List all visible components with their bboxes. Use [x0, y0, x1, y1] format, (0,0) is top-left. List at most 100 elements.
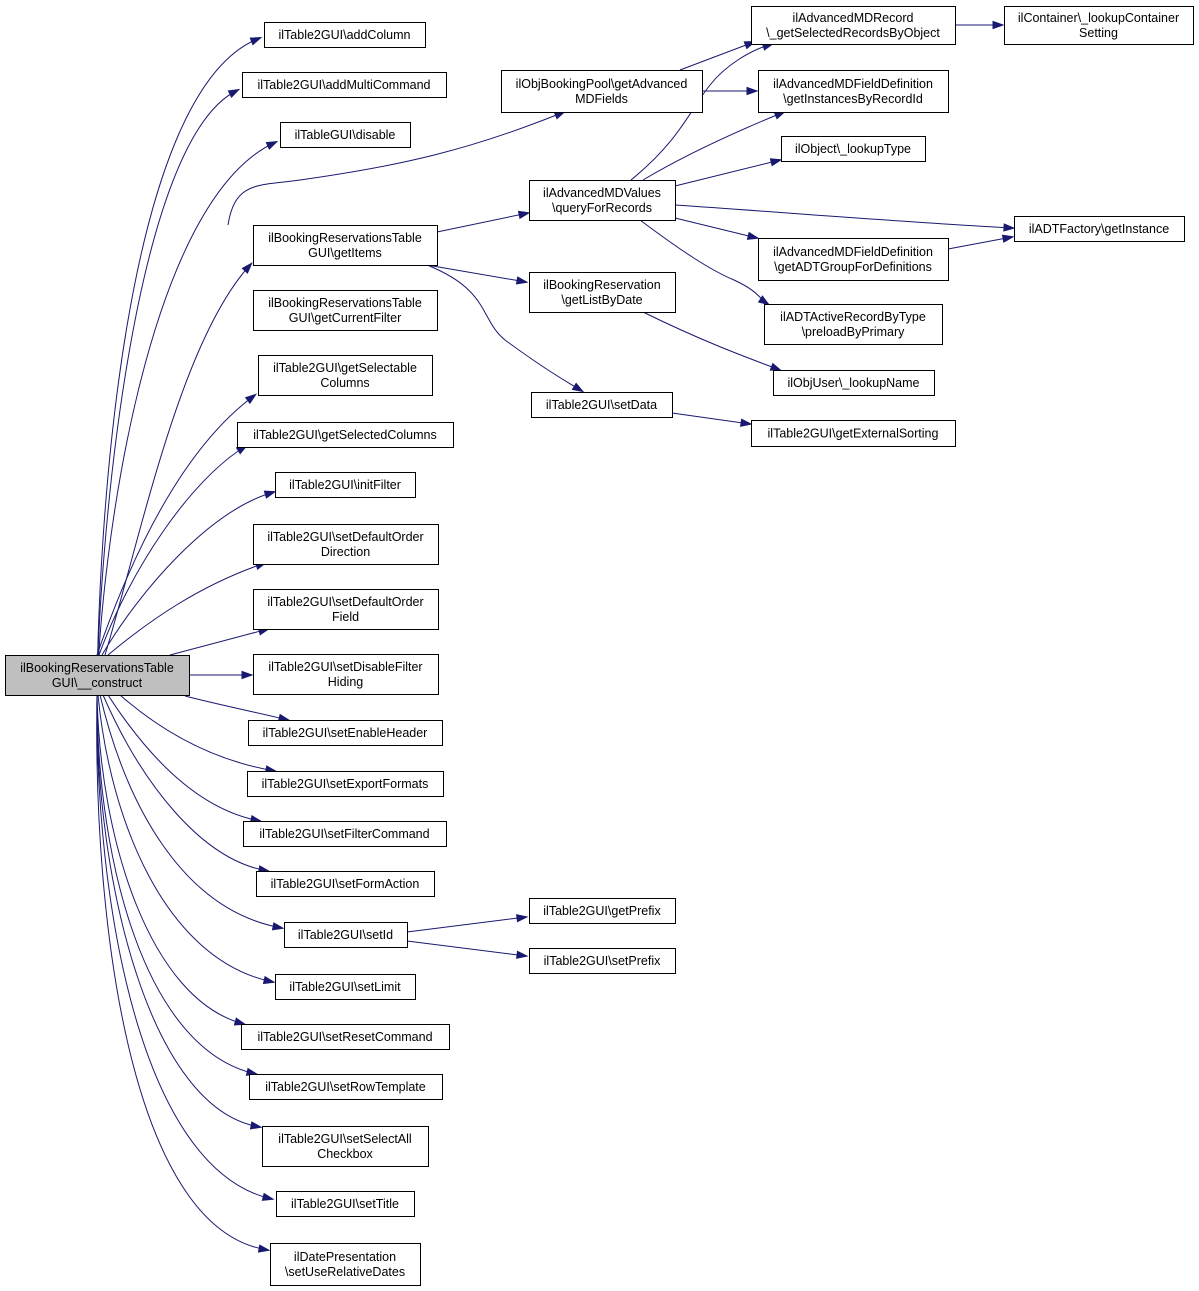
node-box: [773, 370, 935, 396]
node-getExternalSorting[interactable]: ilTable2GUI\getExternalSorting: [751, 420, 956, 447]
node-lookupName[interactable]: ilObjUser\_lookupName: [773, 370, 935, 396]
edge-root-to-getSelectedColumns: [98, 444, 249, 656]
edge-root-to-disable: [96, 140, 279, 696]
edge-line: [947, 236, 1013, 250]
edge-root-to-setSelectAllCheckbox: [96, 694, 263, 1130]
arrowhead: [757, 295, 771, 306]
edge-queryForRecords-to-getInstance: [674, 204, 1016, 232]
edge-line: [184, 695, 289, 721]
edge-root-to-getSelectableColumns: [96, 393, 258, 656]
node-getListByDate[interactable]: ilBookingReservation\getListByDate: [529, 272, 676, 313]
node-label: Hiding: [328, 675, 363, 689]
arrowhead: [249, 1121, 263, 1130]
node-label: \getInstancesByRecordId: [783, 92, 923, 106]
node-label: ilADTActiveRecordByType: [780, 310, 926, 324]
edge-line: [96, 694, 257, 1075]
node-getSelectedRecordsByObject[interactable]: ilAdvancedMDRecord\_getSelectedRecordsBy…: [751, 6, 956, 45]
node-box: [270, 1243, 421, 1286]
node-label: ilTable2GUI\setDefaultOrder: [267, 595, 423, 609]
arrowhead: [992, 20, 1005, 30]
node-setTitle[interactable]: ilTable2GUI\setTitle: [276, 1191, 415, 1217]
node-preloadByPrimary[interactable]: ilADTActiveRecordByType\preloadByPrimary: [764, 304, 943, 345]
node-getCurrentFilter[interactable]: ilBookingReservationsTableGUI\getCurrent…: [253, 290, 438, 331]
edge-root-to-addMultiCommand: [96, 88, 241, 696]
node-setId[interactable]: ilTable2GUI\setId: [284, 922, 408, 948]
node-lookupType[interactable]: ilObject\_lookupType: [781, 136, 926, 162]
node-label: ilObject\_lookupType: [795, 142, 911, 156]
node-getSelectedColumns[interactable]: ilTable2GUI\getSelectedColumns: [237, 422, 454, 448]
node-getInstance[interactable]: ilADTFactory\getInstance: [1014, 216, 1185, 242]
edge-line: [107, 694, 261, 822]
node-queryForRecords[interactable]: ilAdvancedMDValues\queryForRecords: [529, 180, 676, 221]
node-box: [758, 238, 949, 281]
node-label: ilTable2GUI\initFilter: [289, 478, 401, 492]
edge-line: [101, 491, 275, 656]
edge-root-to-addColumn: [96, 37, 263, 696]
node-label: ilTable2GUI\getSelectable: [273, 361, 417, 375]
node-setPrefix[interactable]: ilTable2GUI\setPrefix: [529, 948, 676, 974]
arrowhead: [1001, 234, 1015, 243]
edge-line: [96, 37, 261, 696]
node-label: ilAdvancedMDRecord: [793, 11, 914, 25]
edge-queryForRecords-to-getInstancesByRecordId: [642, 111, 787, 181]
node-getInstancesByRecordId[interactable]: ilAdvancedMDFieldDefinition\getInstances…: [758, 70, 949, 113]
arrowhead: [516, 950, 529, 959]
node-setEnableHeader[interactable]: ilTable2GUI\setEnableHeader: [248, 720, 443, 746]
node-setExportFormats[interactable]: ilTable2GUI\setExportFormats: [247, 771, 444, 797]
node-setFilterCommand[interactable]: ilTable2GUI\setFilterCommand: [243, 821, 447, 847]
edge-getItems-to-getListByDate: [426, 264, 529, 285]
arrowhead: [265, 140, 279, 150]
node-disable[interactable]: ilTableGUI\disable: [280, 122, 411, 148]
node-getADTGroupForDefinitions[interactable]: ilAdvancedMDFieldDefinition\getADTGroupF…: [758, 238, 949, 281]
node-label: ilObjBookingPool\getAdvanced: [516, 77, 688, 91]
node-box: [751, 420, 956, 447]
edge-line: [96, 89, 239, 696]
edge-line: [96, 694, 269, 1251]
node-label: ilAdvancedMDFieldDefinition: [773, 77, 933, 91]
edge-line: [642, 311, 781, 371]
edge-getSelectedRecordsByObject-to-lookupContainerSetting: [956, 20, 1005, 30]
node-label: \getListByDate: [561, 293, 642, 307]
edge-setId-to-getPrefix: [406, 914, 529, 933]
node-addColumn[interactable]: ilTable2GUI\addColumn: [264, 22, 426, 48]
node-label: ilTable2GUI\setEnableHeader: [263, 726, 428, 740]
node-setLimit[interactable]: ilTable2GUI\setLimit: [275, 974, 416, 1000]
node-box: [275, 974, 416, 1000]
node-box: [275, 472, 416, 498]
node-setResetCommand[interactable]: ilTable2GUI\setResetCommand: [241, 1024, 450, 1050]
node-box: [237, 422, 454, 448]
node-getPrefix[interactable]: ilTable2GUI\getPrefix: [529, 898, 676, 924]
node-box: [249, 1074, 443, 1100]
node-box: [781, 136, 926, 162]
arrowhead: [241, 262, 253, 274]
edge-line: [426, 264, 527, 283]
node-initFilter[interactable]: ilTable2GUI\initFilter: [275, 472, 416, 498]
node-box: [284, 922, 408, 948]
edge-line: [674, 159, 781, 187]
node-box: [253, 654, 439, 695]
edge-line: [104, 263, 252, 656]
node-label: ilTable2GUI\setFilterCommand: [259, 827, 429, 841]
root-node[interactable]: ilBookingReservationsTableGUI\__construc…: [5, 655, 190, 696]
node-label: Setting: [1079, 26, 1118, 40]
arrowhead: [241, 670, 254, 680]
edge-line: [98, 445, 247, 656]
node-addMultiCommand[interactable]: ilTable2GUI\addMultiCommand: [242, 72, 447, 98]
node-setRowTemplate[interactable]: ilTable2GUI\setRowTemplate: [249, 1074, 443, 1100]
node-label: ilTable2GUI\setResetCommand: [257, 1030, 432, 1044]
node-setFormAction[interactable]: ilTable2GUI\setFormAction: [256, 871, 435, 897]
arrowhead: [271, 922, 285, 931]
node-setUseRelativeDates[interactable]: ilDatePresentation\setUseRelativeDates: [270, 1243, 421, 1286]
node-box: [529, 180, 676, 221]
node-label: ilTable2GUI\setData: [546, 398, 657, 412]
arrowhead: [262, 975, 276, 985]
node-setData[interactable]: ilTable2GUI\setData: [531, 392, 673, 418]
